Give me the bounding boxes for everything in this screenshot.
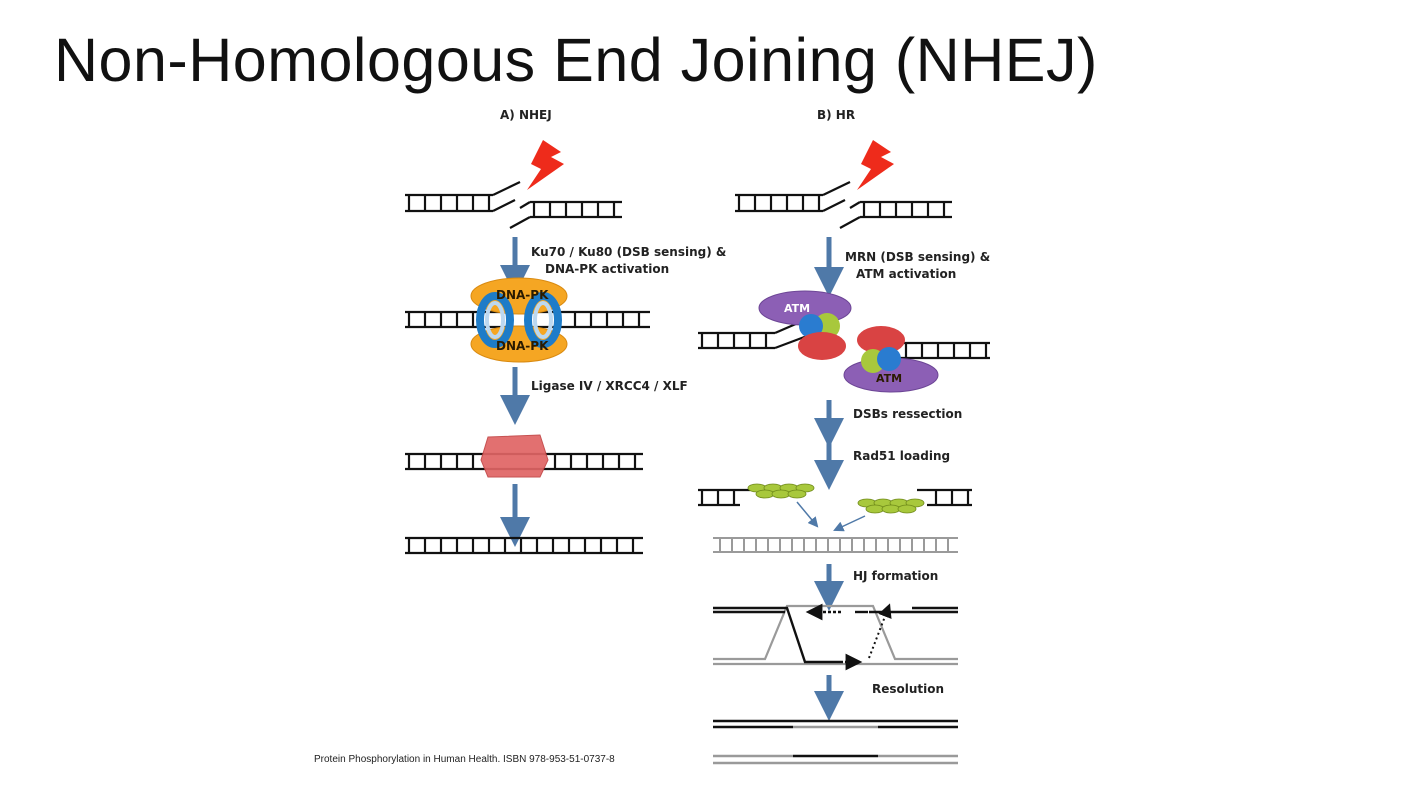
atm-bottom-label: ATM (876, 372, 902, 385)
mrn-subunit (799, 314, 823, 338)
panel-a-step1-line2: DNA-PK activation (545, 262, 669, 276)
dsb-lightning-icon (857, 140, 894, 190)
broken-dna-left (735, 181, 851, 213)
dnapk-top-label: DNA-PK (496, 288, 549, 302)
homologous-template (713, 537, 958, 553)
resected-end-right (917, 488, 972, 507)
ku-ring-right (524, 292, 562, 348)
figure-citation: Protein Phosphorylation in Human Health.… (314, 754, 615, 765)
strand-invasion-arrow (796, 501, 819, 528)
dsb-repair-diagram: A) NHEJ Ku70 / Ku80 (DSB sensing) & DNA-… (405, 108, 990, 765)
panel-b-step1-line2: ATM activation (856, 267, 956, 281)
dnapk-bottom-label: DNA-PK (496, 339, 549, 353)
panel-b-step2: DSBs ressection (853, 407, 962, 421)
ku-ring-left (476, 292, 514, 348)
panel-a-nhej: A) NHEJ Ku70 / Ku80 (DSB sensing) & DNA-… (405, 108, 726, 555)
broken-dna-right (839, 200, 952, 229)
broken-dna-right (509, 200, 622, 229)
mrn-subunit (877, 347, 901, 371)
repaired-dna (405, 536, 643, 555)
strand-invasion-arrow (833, 515, 866, 532)
panel-b-heading: B) HR (817, 108, 855, 122)
atm-dna-left (698, 318, 808, 350)
dsb-lightning-icon (527, 140, 564, 190)
resolved-product-1 (713, 719, 958, 729)
panel-b-step4: HJ formation (853, 569, 938, 583)
panel-b-step1-line1: MRN (DSB sensing) & (845, 250, 990, 264)
panel-a-step1-line1: Ku70 / Ku80 (DSB sensing) & (531, 245, 726, 259)
panel-b-hr: B) HR MRN (DSB sensing) & ATM activation (698, 108, 990, 765)
atm-dna-right (895, 341, 990, 360)
rad51-filament-right (857, 498, 925, 514)
slide-title: Non-Homologous End Joining (NHEJ) (54, 26, 1098, 94)
panel-a-step2: Ligase IV / XRCC4 / XLF (531, 379, 688, 393)
dsb-repair-figure: A) NHEJ Ku70 / Ku80 (DSB sensing) & DNA-… (395, 100, 1005, 768)
ligase-protein (480, 434, 549, 478)
broken-dna-left (405, 181, 521, 213)
resected-end-left (698, 488, 750, 507)
resolved-product-2 (713, 754, 958, 765)
holliday-junction (713, 603, 958, 671)
panel-a-heading: A) NHEJ (500, 108, 552, 122)
atm-top-label: ATM (784, 302, 810, 315)
mrn-subunit (798, 332, 846, 360)
panel-b-step5: Resolution (872, 682, 944, 696)
panel-b-step3: Rad51 loading (853, 449, 950, 463)
mrn-subunit (857, 326, 905, 354)
rad51-filament-left (747, 483, 815, 499)
